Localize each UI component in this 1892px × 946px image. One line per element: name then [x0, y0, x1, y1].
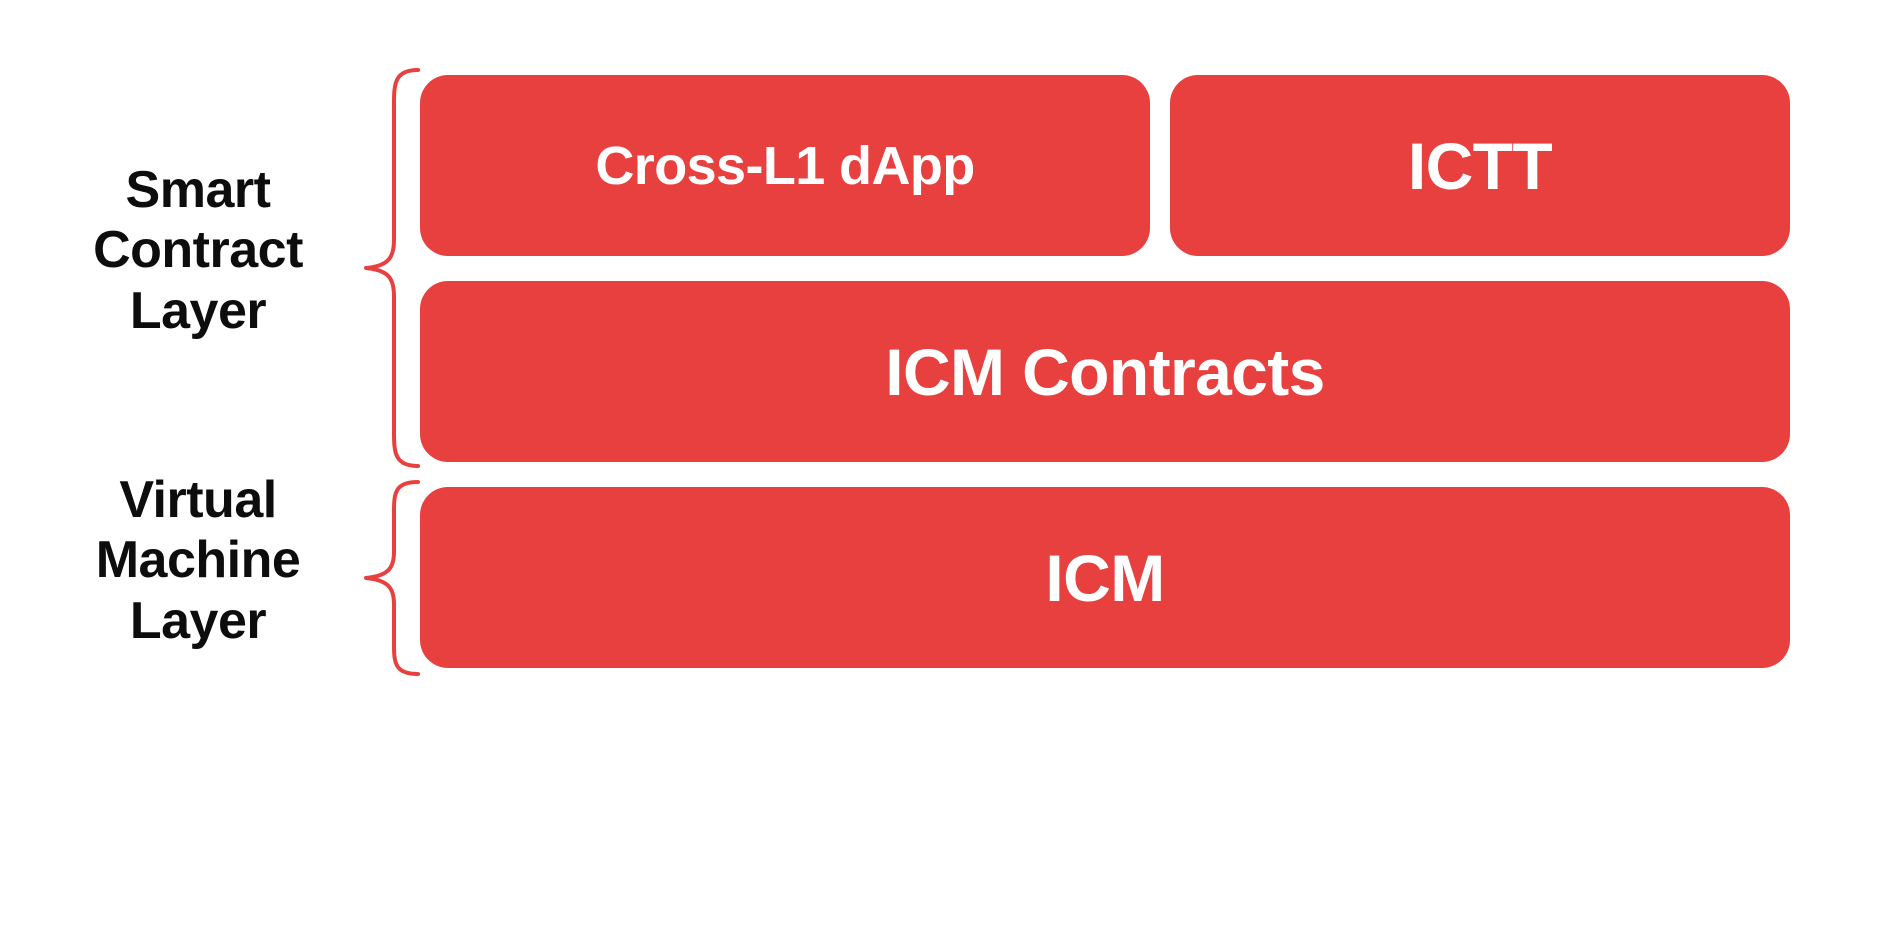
layer-label-smart-contract: Smart Contract Layer [93, 161, 303, 340]
box-label-cross-l1-dapp: Cross-L1 dApp [595, 135, 975, 196]
box-cross-l1-dapp[interactable]: Cross-L1 dApp [420, 75, 1150, 256]
box-icm-contracts[interactable]: ICM Contracts [420, 281, 1790, 462]
box-label-icm: ICM [1045, 540, 1165, 615]
box-icm[interactable]: ICM [420, 487, 1790, 668]
layer-label-virtual-machine: Virtual Machine Layer [95, 471, 301, 650]
curly-brace-left-icon-virtual-machine [364, 480, 420, 676]
box-label-ictt: ICTT [1407, 128, 1553, 203]
box-ictt[interactable]: ICTT [1170, 75, 1790, 256]
box-label-icm-contracts: ICM Contracts [885, 334, 1325, 409]
curly-brace-left-icon-smart-contract [364, 68, 420, 468]
